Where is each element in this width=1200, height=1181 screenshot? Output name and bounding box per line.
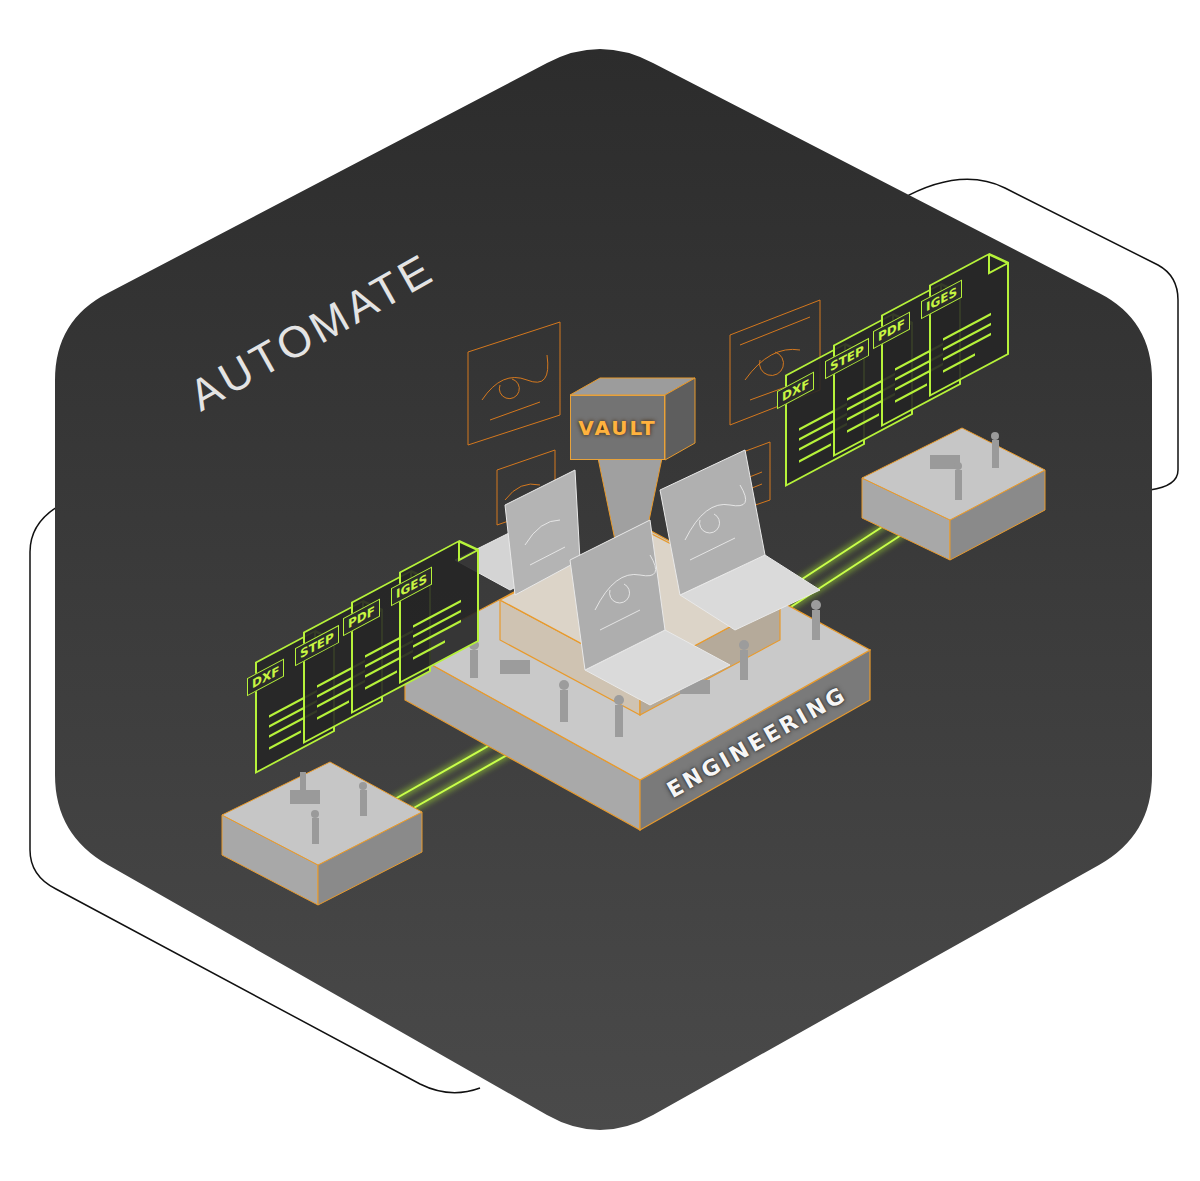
vault-side <box>665 378 695 460</box>
vault-label: VAULT <box>578 416 656 440</box>
hexagon-ground <box>55 49 1152 1130</box>
screen-render <box>525 485 746 630</box>
file-line <box>943 334 991 360</box>
file-line <box>799 445 831 462</box>
laptop <box>455 450 820 705</box>
file-line <box>895 385 927 402</box>
file-line <box>269 732 301 749</box>
file-page <box>930 244 1008 395</box>
side-platform <box>222 762 422 905</box>
file-line <box>413 621 461 647</box>
file-line <box>365 672 397 689</box>
vault-box: VAULT <box>570 395 665 460</box>
file-line <box>317 702 349 719</box>
vault-support <box>598 458 662 540</box>
file-line <box>943 355 975 372</box>
file-line <box>413 642 445 659</box>
side-platform <box>862 428 1045 560</box>
file-line <box>847 415 879 432</box>
file-fold <box>989 244 1008 273</box>
people <box>290 772 367 844</box>
file-page <box>400 531 478 682</box>
people <box>930 432 999 500</box>
file-fold <box>459 531 478 560</box>
